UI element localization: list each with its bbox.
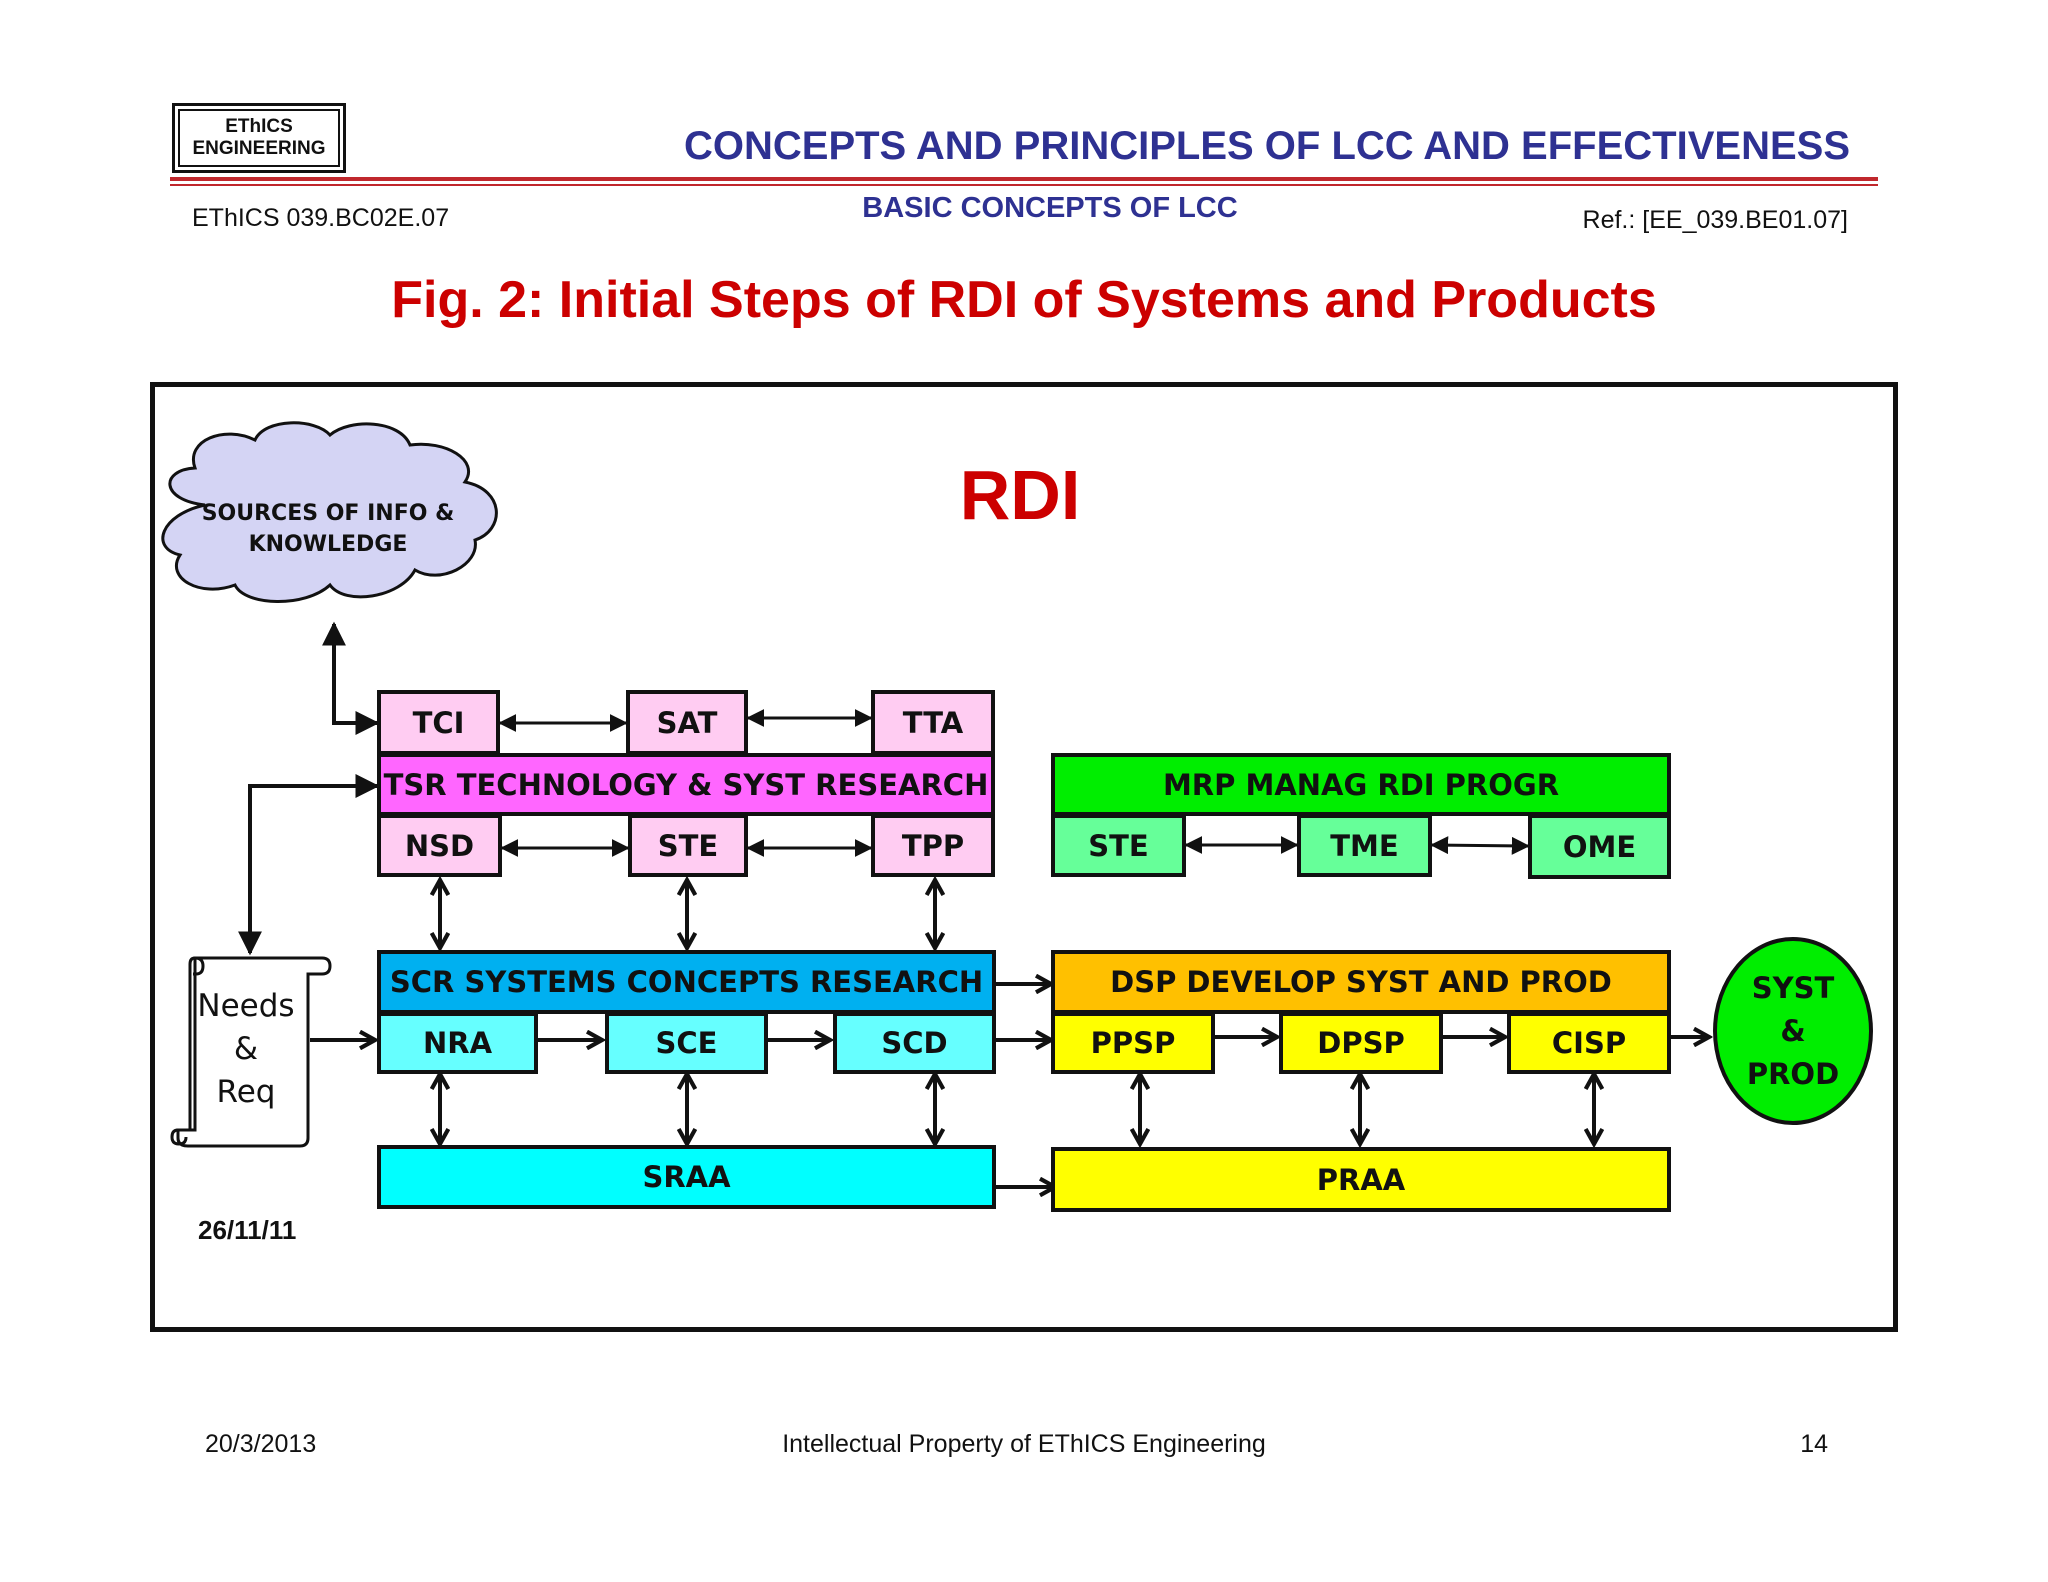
nsd-box: NSD: [377, 814, 502, 877]
sraa-box: SRAA: [377, 1145, 996, 1209]
output-line-1: SYST: [1751, 970, 1835, 1005]
logo-line-2: ENGINEERING: [192, 138, 326, 159]
dsp-bar: DSP DEVELOP SYST AND PROD: [1051, 950, 1671, 1014]
info-cloud-label: SOURCES OF INFO & KNOWLEDGE: [201, 501, 455, 557]
subtitle: BASIC CONCEPTS OF LCC: [862, 192, 1238, 224]
tsr-bar: TSR TECHNOLOGY & SYST RESEARCH: [377, 753, 995, 816]
footer-copyright: Intellectual Property of EThICS Engineer…: [782, 1430, 1266, 1458]
praa-box: PRAA: [1051, 1147, 1671, 1212]
ste-mrp-box: STE: [1051, 814, 1186, 877]
header-rule: [170, 177, 1878, 181]
scr-bar: SCR SYSTEMS CONCEPTS RESEARCH: [377, 950, 996, 1014]
needs-line-1: Needs: [197, 988, 295, 1024]
company-logo: EThICS ENGINEERING: [172, 103, 346, 173]
tpp-box: TPP: [871, 814, 995, 877]
doc-reference: Ref.: [EE_039.BE01.07]: [1582, 206, 1848, 234]
mrp-bar: MRP MANAG RDI PROGR: [1051, 753, 1671, 816]
output-line-2: &: [1780, 1013, 1806, 1048]
main-title: CONCEPTS AND PRINCIPLES OF LCC AND EFFEC…: [683, 124, 1850, 168]
ppsp-box: PPSP: [1051, 1012, 1215, 1074]
cisp-box: CISP: [1507, 1012, 1671, 1074]
needs-line-2: &: [233, 1031, 259, 1067]
needs-line-3: Req: [216, 1074, 276, 1110]
tme-box: TME: [1297, 814, 1432, 877]
sce-box: SCE: [605, 1012, 768, 1074]
syst-prod-output: SYST & PROD: [1713, 937, 1873, 1125]
header-rule-thin: [170, 184, 1878, 186]
info-cloud-shape: [161, 421, 498, 603]
diagram-heading: RDI: [959, 456, 1081, 534]
output-line-3: PROD: [1746, 1056, 1840, 1091]
page-number: 14: [1800, 1430, 1828, 1458]
scd-box: SCD: [833, 1012, 996, 1074]
ste-tsr-box: STE: [628, 814, 748, 877]
tta-box: TTA: [871, 690, 995, 755]
diagram-date: 26/11/11: [198, 1215, 297, 1245]
sat-box: SAT: [626, 690, 748, 755]
dpsp-box: DPSP: [1279, 1012, 1443, 1074]
needs-label: Needs & Req: [190, 985, 302, 1114]
doc-code: EThICS 039.BC02E.07: [192, 204, 450, 232]
logo-line-1: EThICS: [225, 116, 293, 137]
tci-box: TCI: [377, 690, 500, 755]
footer-date: 20/3/2013: [205, 1430, 317, 1458]
figure-title: Fig. 2: Initial Steps of RDI of Systems …: [391, 271, 1657, 329]
needs-scroll-shape: [170, 956, 332, 1148]
diagram-frame: [150, 382, 1898, 1332]
nra-box: NRA: [377, 1012, 538, 1074]
ome-box: OME: [1528, 814, 1671, 879]
